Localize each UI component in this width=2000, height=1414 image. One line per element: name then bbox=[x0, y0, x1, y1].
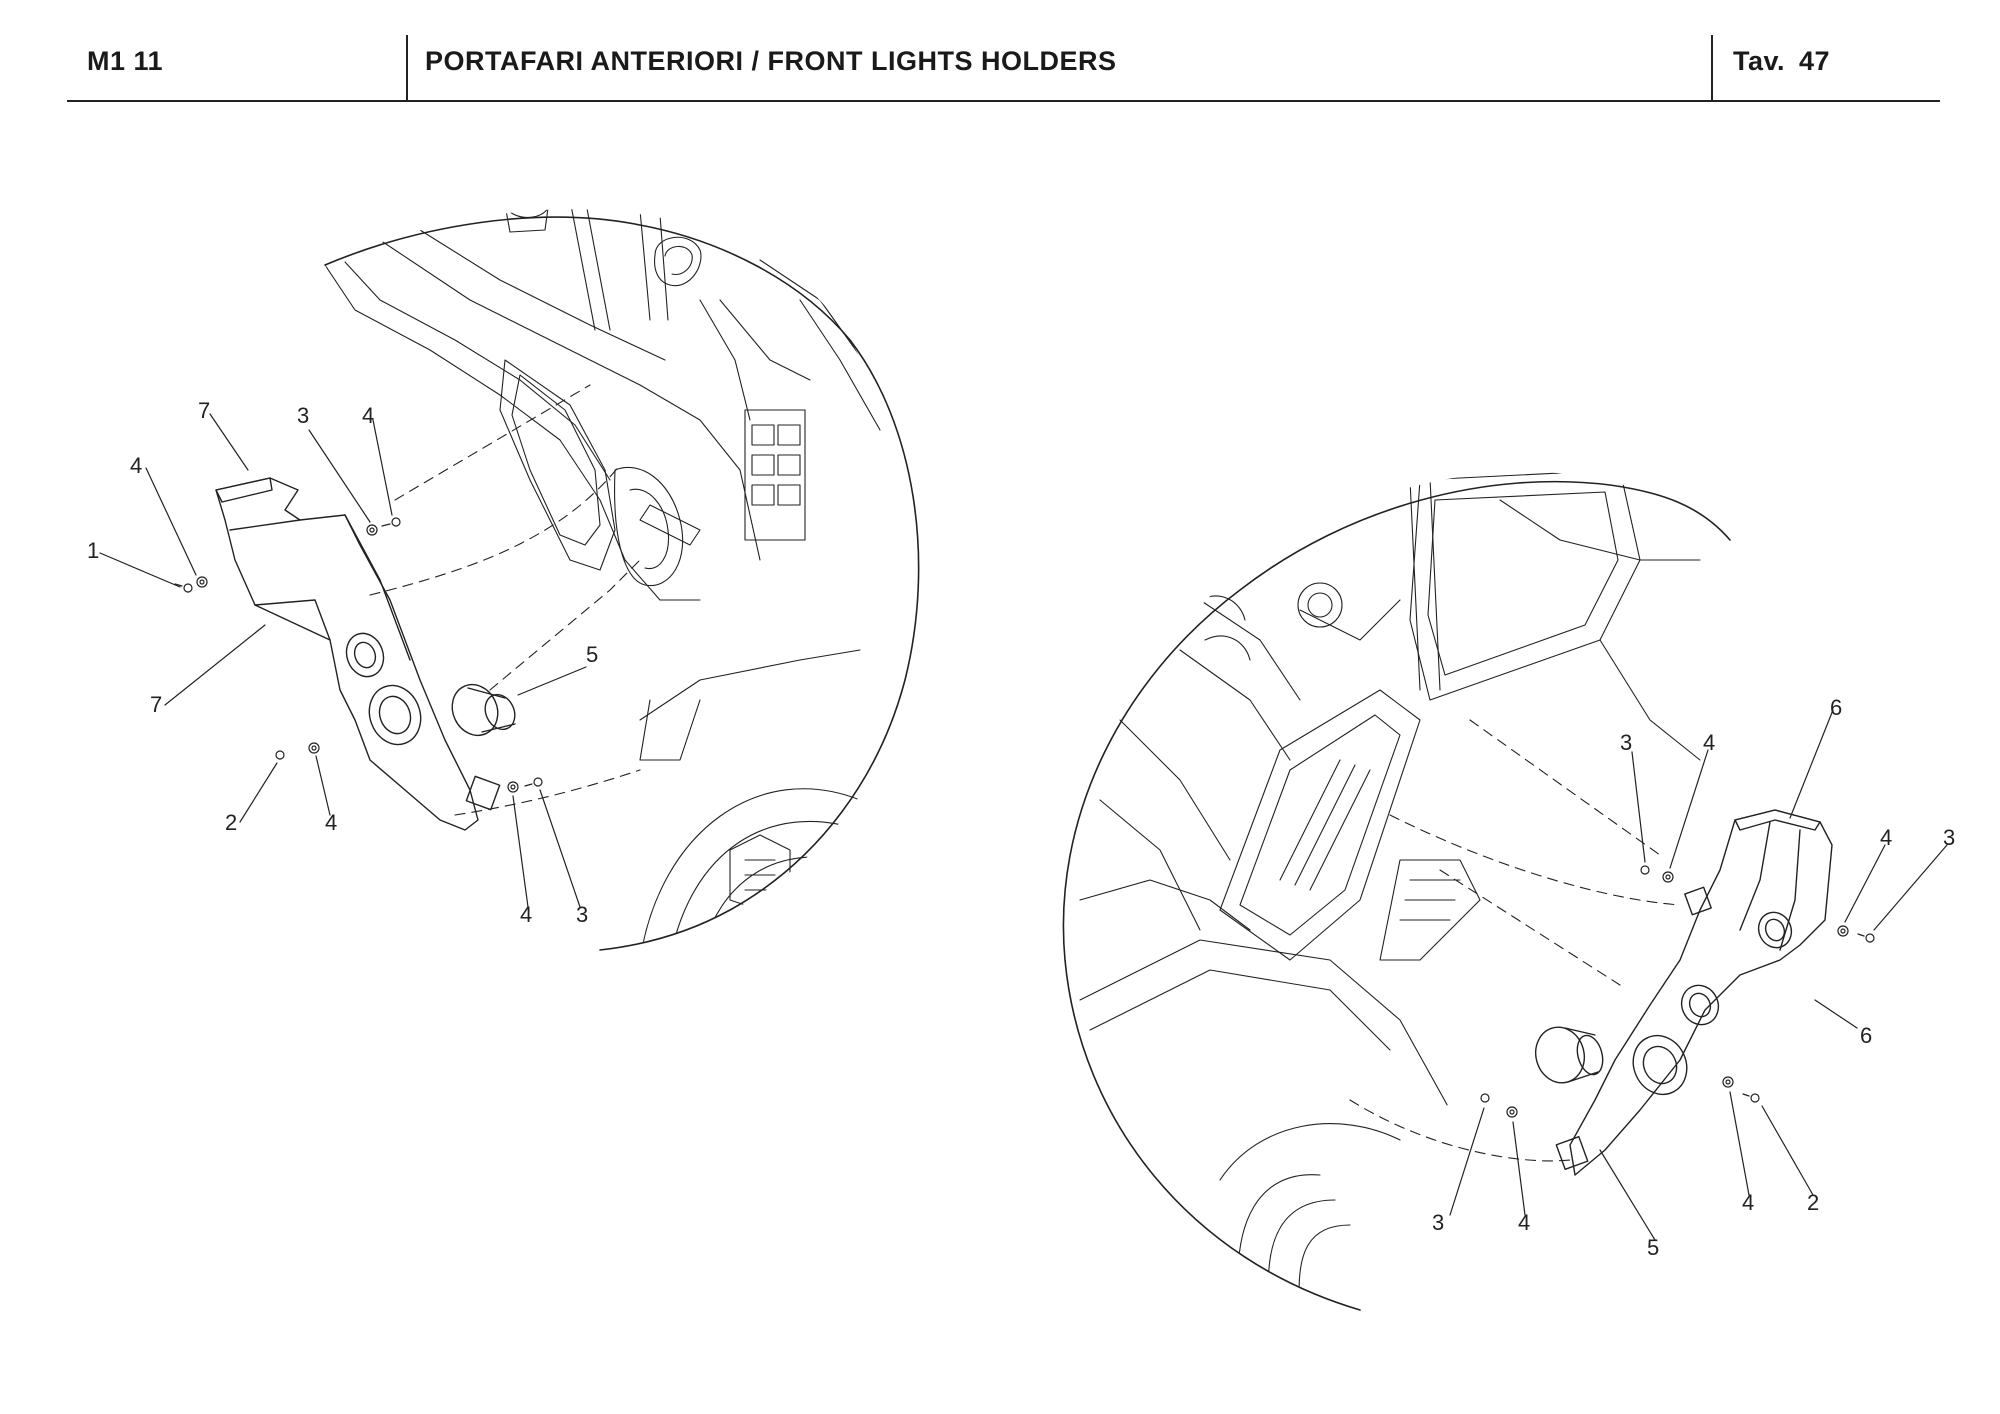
callout-label: 5 bbox=[1647, 1235, 1659, 1260]
callout-label: 4 bbox=[362, 403, 374, 428]
callout-label: 4 bbox=[325, 810, 337, 835]
callout-label: 4 bbox=[520, 902, 532, 927]
callout-label: 1 bbox=[87, 538, 99, 563]
table-reference: Tav. 47 bbox=[1733, 46, 1830, 77]
callout-label: 4 bbox=[1518, 1210, 1530, 1235]
callout-label: 3 bbox=[1620, 730, 1632, 755]
work-lamp-right bbox=[1535, 1026, 1604, 1084]
callout-labels: 7 4 3 4 1 7 5 2 4 4 3 6 3 4 4 3 6 3 4 5 … bbox=[87, 398, 1955, 1260]
light-holder-bracket-right bbox=[1555, 809, 1833, 1176]
alignment-lines bbox=[1349, 719, 1681, 1162]
callout-label: 3 bbox=[297, 403, 309, 428]
right-detail-view bbox=[1062, 471, 1948, 1311]
machine-background bbox=[1079, 471, 1701, 1310]
callout-label: 5 bbox=[586, 642, 598, 667]
leader-lines-right bbox=[1449, 709, 1948, 1241]
cutaway-boundary bbox=[1062, 480, 1731, 1311]
callout-label: 3 bbox=[1432, 1210, 1444, 1235]
alignment-lines bbox=[369, 384, 641, 816]
drawing-header: M1 11 PORTAFARI ANTERIORI / FRONT LIGHTS… bbox=[0, 0, 2000, 110]
header-divider bbox=[406, 35, 408, 101]
model-code: M1 11 bbox=[87, 46, 164, 76]
fasteners-right bbox=[1480, 865, 1875, 1118]
light-holder-bracket-left bbox=[215, 477, 501, 831]
callout-label: 7 bbox=[198, 398, 210, 423]
machine-background bbox=[325, 209, 881, 950]
page-title: PORTAFARI ANTERIORI / FRONT LIGHTS HOLDE… bbox=[425, 46, 1117, 76]
callout-label: 2 bbox=[1807, 1190, 1819, 1215]
callout-label: 2 bbox=[225, 810, 237, 835]
leader-lines-left bbox=[99, 413, 587, 908]
callout-label: 6 bbox=[1860, 1023, 1872, 1048]
cutaway-boundary bbox=[324, 216, 920, 951]
callout-label: 3 bbox=[1943, 825, 1955, 850]
header-divider bbox=[1711, 35, 1713, 101]
callout-label: 6 bbox=[1830, 695, 1842, 720]
left-detail-view bbox=[99, 209, 920, 951]
callout-label: 4 bbox=[1703, 730, 1715, 755]
callout-label: 4 bbox=[1880, 825, 1892, 850]
work-lamp-left bbox=[451, 683, 516, 737]
callout-label: 4 bbox=[1742, 1190, 1754, 1215]
table-number: 47 bbox=[1799, 46, 1831, 76]
table-label: Tav. bbox=[1733, 46, 1786, 76]
callout-label: 3 bbox=[576, 902, 588, 927]
header-rule bbox=[67, 100, 1940, 102]
fasteners-left bbox=[174, 517, 543, 793]
callout-label: 4 bbox=[130, 453, 142, 478]
callout-label: 7 bbox=[150, 692, 162, 717]
